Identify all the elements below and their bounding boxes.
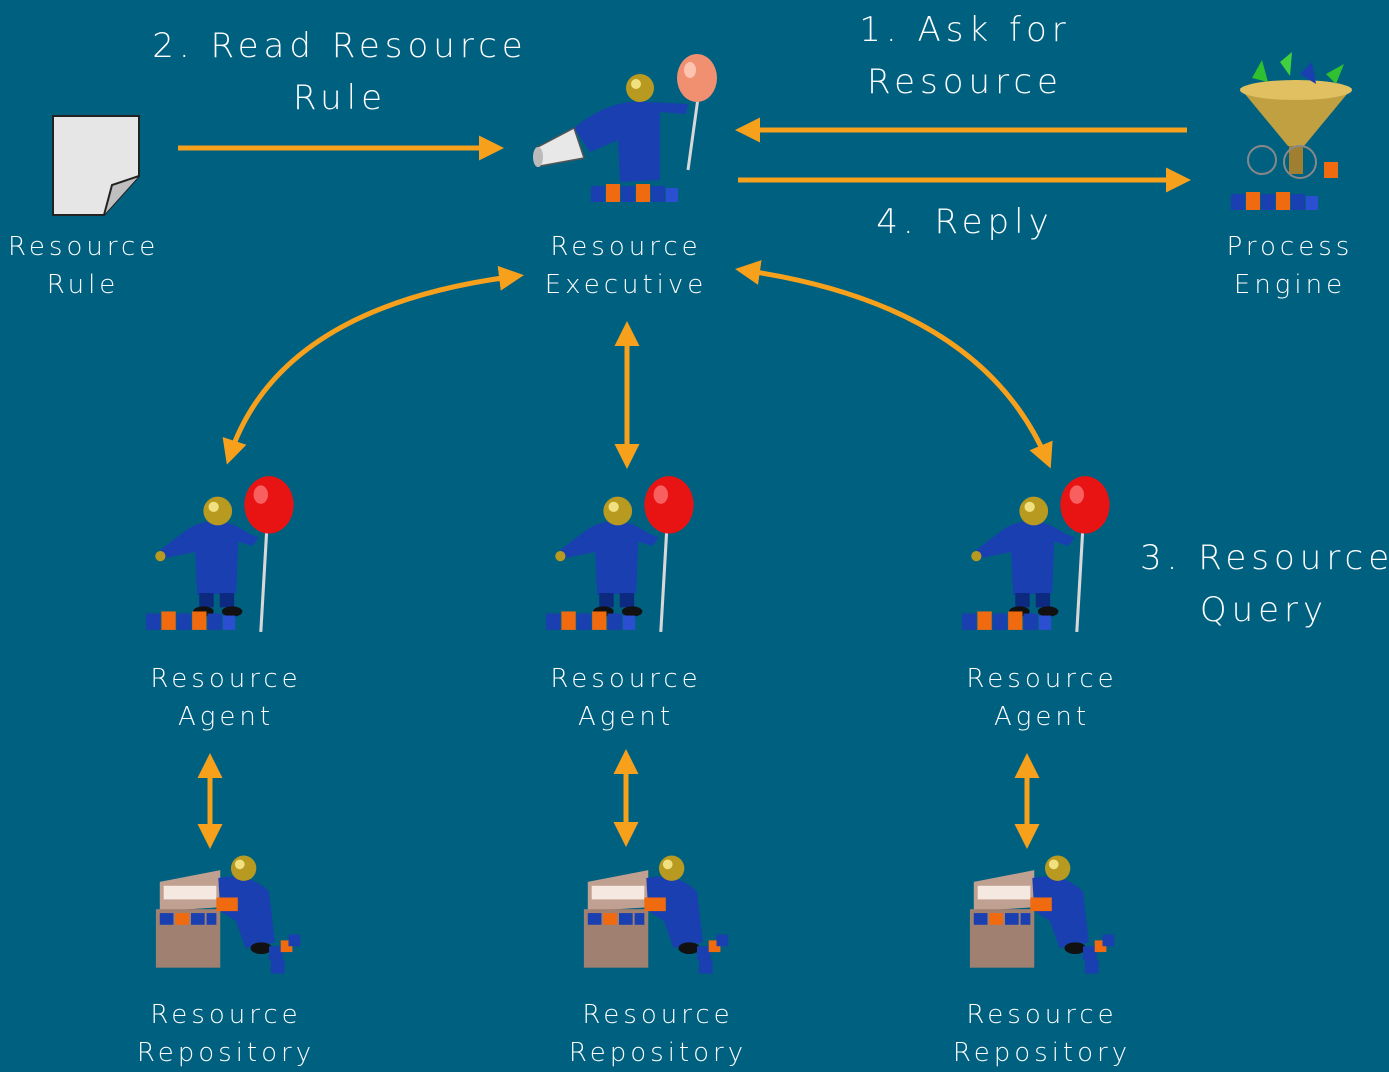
- label-line: 2. Read Resource: [152, 26, 528, 66]
- label-line: Resource: [966, 664, 1118, 694]
- label-line: Resource: [550, 664, 702, 694]
- label-line: Executive: [544, 270, 708, 300]
- label-line: 4. Reply: [876, 202, 1054, 242]
- label-line: Resource: [966, 1000, 1118, 1030]
- label-line: 3. Resource: [1140, 538, 1389, 578]
- label-line: Repository: [568, 1038, 748, 1068]
- label-line: Rule: [292, 78, 387, 118]
- arrow-exec-agent-right: [735, 260, 1053, 469]
- label-resource-executive: Resource Executive: [540, 228, 712, 304]
- executive-agent-icon: [533, 54, 717, 202]
- repository-chest-icon: [155, 855, 301, 974]
- step-ask-for-resource: 1. Ask for Resource: [850, 4, 1080, 108]
- label-line: Resource: [867, 62, 1063, 102]
- label-line: Resource: [8, 232, 160, 262]
- label-line: 1. Ask for: [859, 10, 1071, 50]
- label-line: Agent: [993, 702, 1091, 732]
- label-line: Resource: [150, 664, 302, 694]
- label-line: Resource: [550, 232, 702, 262]
- label-resource-agent-left: Resource Agent: [140, 660, 312, 736]
- document-icon: [52, 115, 140, 216]
- label-process-engine: Process Engine: [1210, 228, 1370, 304]
- agent-with-balloon-icon: [962, 476, 1110, 632]
- label-resource-rule: Resource Rule: [8, 228, 158, 304]
- step-read-resource-rule: 2. Read Resource Rule: [150, 20, 530, 124]
- arrows: [178, 117, 1192, 850]
- label-line: Repository: [952, 1038, 1132, 1068]
- repository-chest-icon: [583, 855, 729, 974]
- repository-chest-icon: [969, 855, 1115, 974]
- step-resource-query: 3. Resource Query: [1140, 532, 1389, 636]
- funnel-engine-icon: [1231, 52, 1352, 210]
- label-resource-agent-right: Resource Agent: [956, 660, 1128, 736]
- agent-with-balloon-icon: [546, 476, 694, 632]
- label-line: Process: [1226, 232, 1354, 262]
- label-line: Agent: [577, 702, 675, 732]
- arrow-exec-agent-left: [222, 265, 524, 465]
- label-line: Repository: [136, 1038, 316, 1068]
- step-reply: 4. Reply: [860, 196, 1070, 248]
- label-line: Agent: [177, 702, 275, 732]
- label-line: Query: [1199, 590, 1329, 630]
- label-resource-repository-center: Resource Repository: [562, 996, 754, 1072]
- label-line: Resource: [150, 1000, 302, 1030]
- label-resource-agent-center: Resource Agent: [540, 660, 712, 736]
- label-line: Rule: [46, 270, 120, 300]
- label-resource-repository-left: Resource Repository: [130, 996, 322, 1072]
- label-line: Resource: [582, 1000, 734, 1030]
- label-line: Engine: [1233, 270, 1347, 300]
- agent-with-balloon-icon: [146, 476, 294, 632]
- label-resource-repository-right: Resource Repository: [946, 996, 1138, 1072]
